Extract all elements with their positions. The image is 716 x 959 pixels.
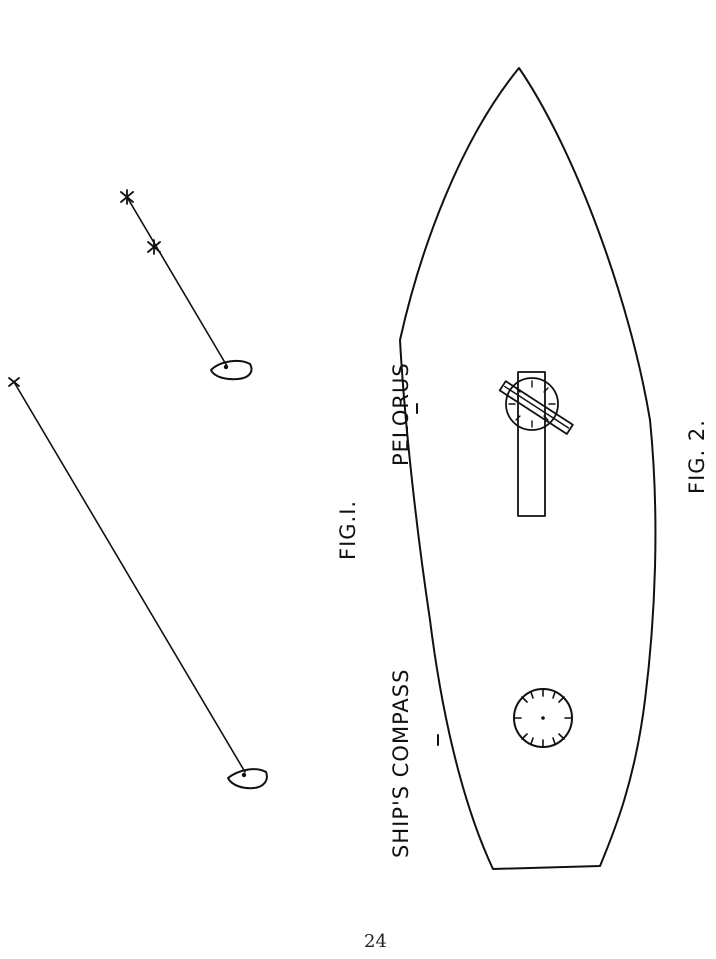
fig1-caption: FIG.I. <box>336 500 360 560</box>
fig1-star-marker <box>147 239 161 255</box>
ships-compass-label: SHIP'S COMPASS <box>389 669 413 858</box>
fig1-boat-icon-upper <box>210 359 253 381</box>
fig1-bearing-line-short <box>126 196 228 367</box>
pelorus-dial-icon <box>505 377 559 431</box>
fig1-star-marker <box>8 377 20 387</box>
pelorus-stand <box>517 371 546 517</box>
pelorus-label: PELORUS <box>389 362 413 466</box>
fig1-bearing-line-long <box>13 381 246 773</box>
ships-compass-ticks <box>513 688 573 748</box>
fig1-boat-dot-upper <box>223 364 229 370</box>
fig1-boat-dot-lower <box>241 772 247 778</box>
pelorus-sight-vane-icon <box>498 380 574 435</box>
fig1-boat-icon-lower <box>227 768 268 790</box>
fig2-caption: FIG. 2. <box>685 419 709 494</box>
fig1-star-marker <box>120 189 134 205</box>
fig1-diagram <box>8 189 268 790</box>
ships-compass-center-dot <box>541 716 545 720</box>
page-number: 24 <box>364 931 387 952</box>
fig2-diagram <box>399 67 657 870</box>
ship-hull-outline <box>399 67 657 870</box>
